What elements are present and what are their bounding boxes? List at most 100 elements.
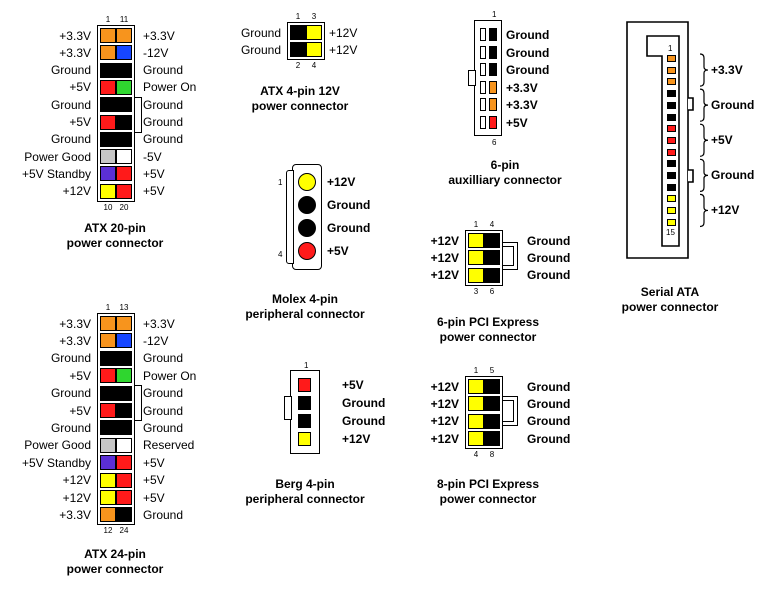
- sata-pin: [667, 66, 676, 74]
- atx24-pin: [100, 385, 116, 401]
- atx20-right-label: Ground: [143, 115, 184, 129]
- atx24-pin: [100, 368, 116, 384]
- pcie8-pin-number: 8: [489, 450, 495, 460]
- aux-6pin-slot: [480, 28, 486, 41]
- berg-pin-label: +5V: [342, 378, 364, 392]
- atx24-left-label: +12V: [62, 473, 91, 488]
- sata-group-label: +5V: [711, 133, 733, 148]
- berg-pin: [298, 414, 311, 428]
- pcie6-pin-number: 4: [489, 220, 495, 229]
- atx24-pin: [116, 333, 132, 349]
- pcie8-left-label: +12V: [430, 431, 459, 446]
- atx24-pin: [116, 316, 132, 331]
- atx20-pin-number: 10: [103, 202, 113, 212]
- pcie6-pin: [484, 267, 500, 283]
- atx20-pin: [116, 166, 132, 182]
- pcie6-pin-number: 1: [473, 220, 479, 229]
- aux-6pin-latch: [468, 70, 476, 86]
- pcie6-pin-number: 6: [489, 286, 495, 296]
- atx24-pin: [100, 472, 116, 488]
- atx24-right-label: Power On: [143, 368, 197, 383]
- pcie8-pin: [468, 413, 484, 429]
- molex-side-rail: [286, 170, 294, 264]
- atx4-pin-number: 1: [295, 12, 301, 21]
- atx24-pin: [116, 455, 132, 471]
- atx4-pin: [290, 25, 306, 40]
- atx20-left-label: +12V: [62, 184, 91, 199]
- sata-pin: [667, 113, 676, 121]
- molex-pin: [298, 242, 316, 260]
- atx24-housing: [97, 313, 135, 526]
- atx20-right-label: Ground: [143, 63, 184, 78]
- atx20-left-label: +3.3V: [59, 28, 91, 43]
- aux-6pin-pin: [489, 63, 497, 76]
- atx20-left-label: +5V: [69, 115, 91, 129]
- atx24-latch: [134, 385, 142, 421]
- sata-bump: [688, 97, 694, 111]
- aux-6pin-pin: [489, 98, 497, 111]
- pcie8-pin-number: 5: [489, 366, 495, 375]
- sata-pin: [667, 218, 676, 226]
- sata-pin: [667, 78, 676, 86]
- sata-pin: [667, 136, 676, 144]
- molex-pin-number: 1: [278, 178, 283, 187]
- sata-title-line1: Serial ATA: [640, 285, 700, 299]
- atx20-pin-number: 11: [119, 15, 129, 24]
- atx24-right-label: +3.3V: [143, 316, 175, 331]
- atx20-left-label: Ground: [50, 132, 91, 147]
- atx20-pin: [100, 149, 116, 165]
- aux-6pin-number: 6: [492, 138, 497, 147]
- pcie8-right-label: Ground: [527, 396, 571, 411]
- berg-title-line2: peripheral connector: [245, 492, 365, 506]
- atx4-pin: [290, 42, 306, 57]
- atx20-pin: [116, 62, 132, 78]
- atx20-pin: [100, 62, 116, 78]
- atx24-right-label: +5V: [143, 455, 165, 470]
- sata-group-bracket: [699, 123, 709, 157]
- atx20-left-label: +5V: [69, 80, 91, 95]
- berg-pin-label: +12V: [342, 432, 371, 446]
- pcie8-left-label: +12V: [430, 414, 459, 429]
- atx20-pin-number: 20: [119, 202, 129, 212]
- atx24-pin: [100, 420, 116, 436]
- aux-6pin-label: +3.3V: [506, 98, 538, 112]
- atx20-pin: [116, 45, 132, 61]
- atx20-pin: [116, 183, 132, 199]
- atx4-pin: [306, 25, 322, 40]
- atx24-pin-number: 1: [105, 303, 111, 312]
- pcie8-right-label: Ground: [527, 379, 571, 394]
- pcie8-left-label: +12V: [430, 379, 459, 394]
- atx24-pin: [116, 507, 132, 523]
- pcie6-pin: [484, 250, 500, 266]
- molex-pin-label: +12V: [327, 175, 356, 189]
- aux-6pin-slot: [480, 45, 486, 59]
- atx20-right-label: -5V: [143, 149, 162, 164]
- atx20-latch: [134, 97, 142, 133]
- atx4-pin-number: 3: [311, 12, 317, 21]
- atx24-left-label: Ground: [50, 420, 91, 435]
- atx20-pin: [100, 166, 116, 182]
- atx24-right-label: Reserved: [143, 438, 195, 453]
- pcie8-right-label: Ground: [527, 414, 571, 429]
- pcie8-left-label: +12V: [430, 396, 459, 411]
- atx4-pin: [306, 42, 322, 57]
- atx24-left-label: Ground: [50, 351, 91, 366]
- atx4-pin-number: 4: [311, 61, 317, 70]
- atx20-right-label: Ground: [143, 97, 184, 112]
- atx20-pin: [116, 79, 132, 95]
- atx4-pin-number: 2: [295, 61, 301, 70]
- pcie-6pin-title-line2: power connector: [439, 330, 537, 344]
- atx24-pin: [100, 333, 116, 349]
- sata-group-label: +3.3V: [711, 63, 743, 78]
- aux-6pin-label: +3.3V: [506, 80, 538, 95]
- molex-pin: [298, 196, 316, 214]
- berg-title-line1: Berg 4-pin: [275, 477, 335, 491]
- pcie6-left-label: +12V: [430, 268, 459, 283]
- atx24-pin: [116, 490, 132, 505]
- sata-group-bracket: [699, 158, 709, 192]
- sata-pin: [667, 172, 676, 179]
- atx4-right-label: +12V: [329, 25, 358, 40]
- atx20-right-label: -12V: [143, 45, 169, 60]
- atx20-left-label: Ground: [50, 97, 91, 112]
- atx24-pin: [100, 403, 116, 418]
